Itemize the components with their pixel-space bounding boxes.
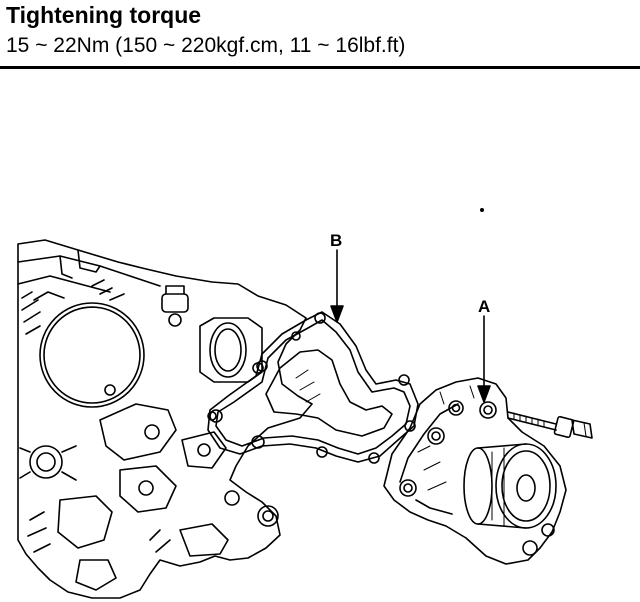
callout-b-arrow <box>330 249 344 323</box>
label-b: B <box>330 231 342 250</box>
speck <box>479 208 484 213</box>
callout-a-arrow <box>477 315 491 403</box>
engine-block <box>17 239 313 599</box>
torque-spec: 15 ~ 22Nm (150 ~ 220kgf.cm, 11 ~ 16lbf.f… <box>6 34 406 57</box>
diagram-canvas: B A <box>17 208 593 599</box>
header-divider <box>0 66 640 69</box>
water-pump-diagram: B A <box>0 69 640 602</box>
water-pump-a <box>383 377 593 565</box>
label-a: A <box>478 297 490 316</box>
spec-title: Tightening torque <box>6 2 202 28</box>
gasket-b <box>207 311 419 464</box>
spec-header: Tightening torque 15 ~ 22Nm (150 ~ 220kg… <box>0 0 640 69</box>
